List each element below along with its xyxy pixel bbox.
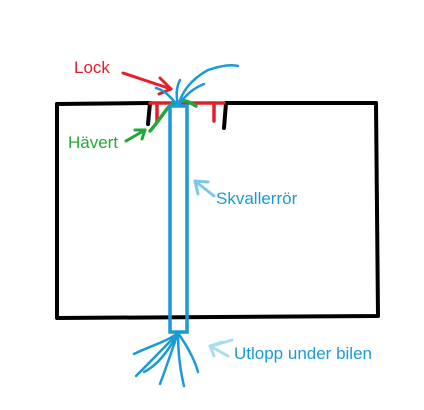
label-utlopp: Utlopp under bilen	[234, 344, 372, 363]
utlopp-arrow	[208, 338, 234, 358]
label-skvallerror: Skvallerrör	[216, 189, 298, 208]
top-spray-lines	[154, 63, 240, 108]
overflow-tube	[168, 104, 189, 334]
tank-outline	[55, 101, 380, 320]
skvaller-arrow	[193, 179, 216, 198]
label-havert: Hävert	[68, 133, 118, 152]
bottom-spray-lines	[132, 331, 200, 388]
label-lock: Lock	[74, 58, 110, 77]
havert-arrow	[124, 128, 147, 143]
